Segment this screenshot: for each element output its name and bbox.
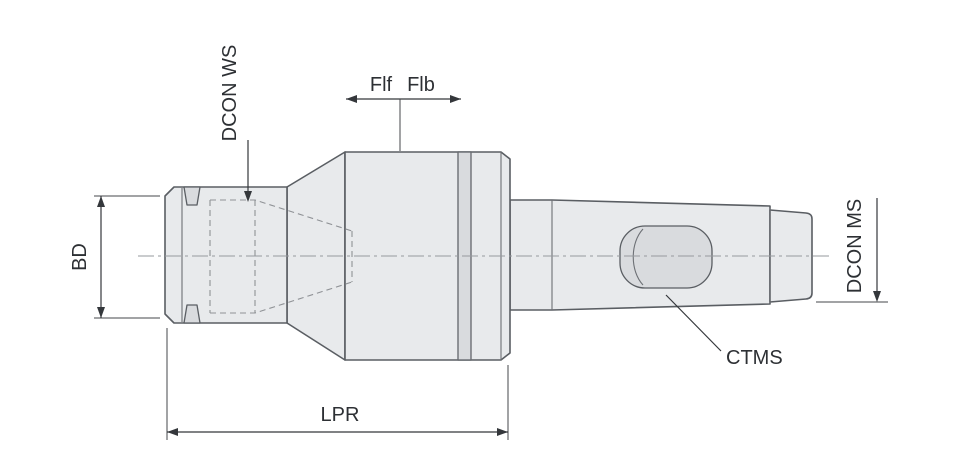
dimension-label-dcon-ws: DCON WS [219, 45, 241, 142]
dimension-label-dcon-ms: DCON MS [844, 199, 866, 293]
dim-dcon-ms: DCON MS [816, 198, 888, 303]
dim-bd: BD [69, 195, 160, 319]
dim-ctms-leader: CTMS [665, 294, 783, 369]
dim-dcon-ws: DCON WS [219, 45, 252, 202]
drive-slot-arc [632, 228, 644, 286]
dimension-label-ctms: CTMS [726, 347, 783, 369]
drive-slot [619, 225, 713, 289]
nut-slot-bottom [183, 304, 201, 324]
dimension-label-lpr: LPR [321, 404, 360, 426]
dimension-label-bd: BD [69, 243, 91, 271]
dim-flf-flb: Flf Flb [346, 74, 461, 151]
dim-lpr: LPR [166, 328, 509, 440]
dimension-label-flf: Flf [370, 74, 393, 96]
nut-slot-top [183, 186, 201, 206]
dimension-label-flb: Flb [407, 74, 435, 96]
hidden-collet-outline [209, 199, 353, 314]
collet-nut [164, 186, 288, 324]
